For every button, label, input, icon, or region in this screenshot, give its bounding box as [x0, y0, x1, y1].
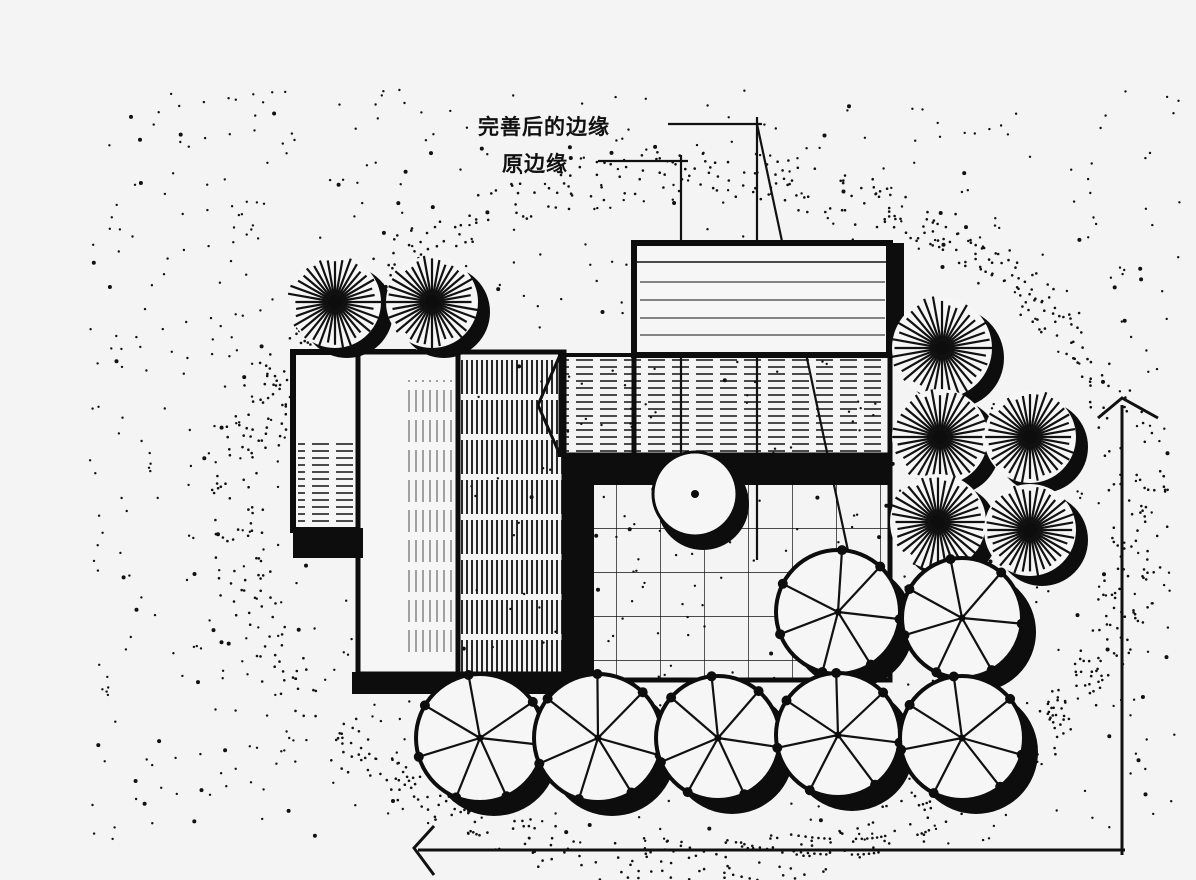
conifer-shrub — [890, 474, 998, 580]
canopy-tree — [413, 670, 558, 816]
conifer-shrub — [984, 391, 1088, 493]
conifer-shrub — [984, 484, 1088, 586]
conifer-shrub — [384, 255, 490, 358]
conifer-shrub — [891, 296, 1004, 408]
conifer-shrubs — [287, 255, 1088, 586]
building-footprint — [290, 240, 904, 694]
original-edge-label: 原边缘 — [502, 151, 568, 176]
upper-terrace — [631, 240, 893, 358]
canopy-tree — [774, 545, 914, 688]
refined-edge-label: 完善后的边缘 — [478, 114, 610, 139]
canopy-tree — [899, 554, 1036, 692]
wood-deck — [631, 352, 893, 458]
canopy-tree — [772, 668, 914, 811]
canopy-trees — [413, 545, 1038, 816]
canopy-tree — [532, 669, 676, 816]
canopy-tree — [654, 671, 794, 814]
conifer-shrub — [892, 389, 1000, 495]
canopy-tree — [896, 671, 1038, 814]
timber-path — [455, 349, 567, 677]
conifer-shrub — [287, 256, 393, 358]
dimension-lines — [412, 396, 1159, 876]
specimen-tree — [651, 450, 749, 550]
